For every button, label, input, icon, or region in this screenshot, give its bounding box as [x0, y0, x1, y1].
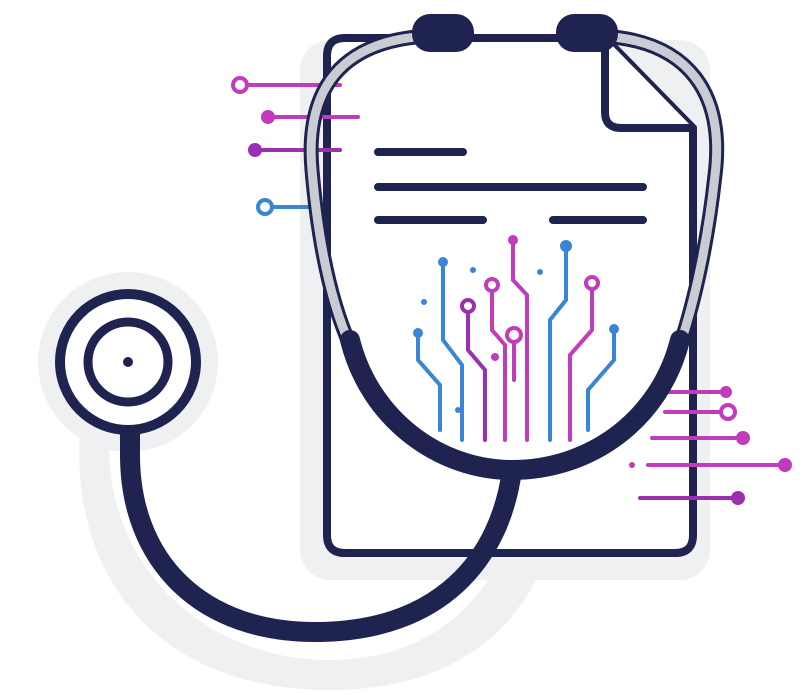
stethoscope-icon	[116, 28, 725, 643]
data-lines-left	[231, 76, 360, 216]
circuit-icon	[413, 235, 619, 442]
chestpiece-icon	[55, 289, 201, 435]
earpiece-icons	[412, 14, 618, 52]
data-lines-right	[629, 386, 792, 505]
document-icon	[323, 34, 697, 557]
